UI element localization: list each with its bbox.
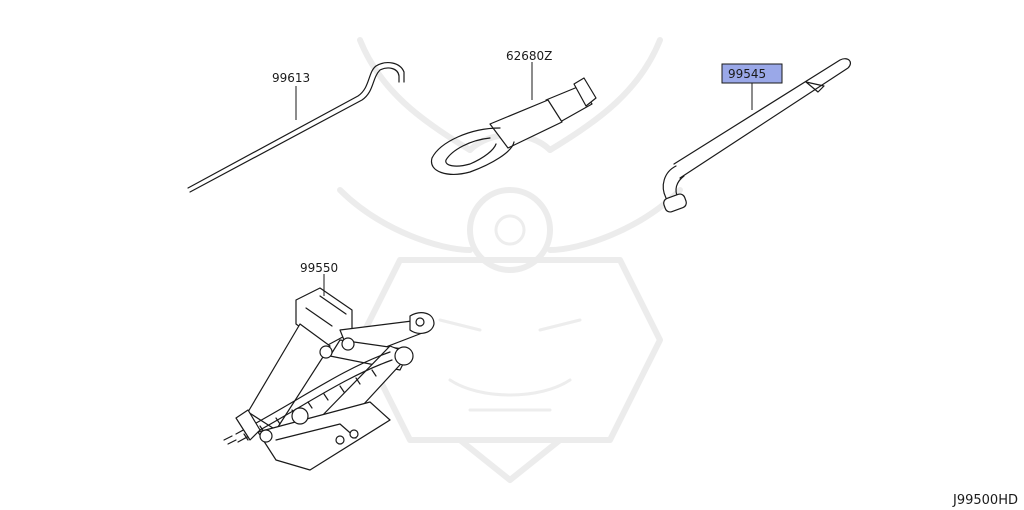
part-number-99550[interactable]: 99550 (300, 261, 338, 275)
part-number-62680Z[interactable]: 62680Z (506, 49, 552, 63)
part-tow-hook[interactable]: 62680Z (430, 49, 597, 175)
part-rod[interactable]: 99613 (187, 62, 405, 193)
diagram-code: J99500HD (952, 493, 1018, 508)
samurai-helmet-icon (337, 37, 683, 483)
part-wheel-wrench[interactable]: 99545 (662, 58, 852, 214)
part-number-99545[interactable]: 99545 (728, 67, 766, 81)
part-number-99613[interactable]: 99613 (272, 71, 310, 85)
part-scissor-jack[interactable]: 99550 (223, 261, 435, 471)
highlight-box (721, 63, 783, 84)
